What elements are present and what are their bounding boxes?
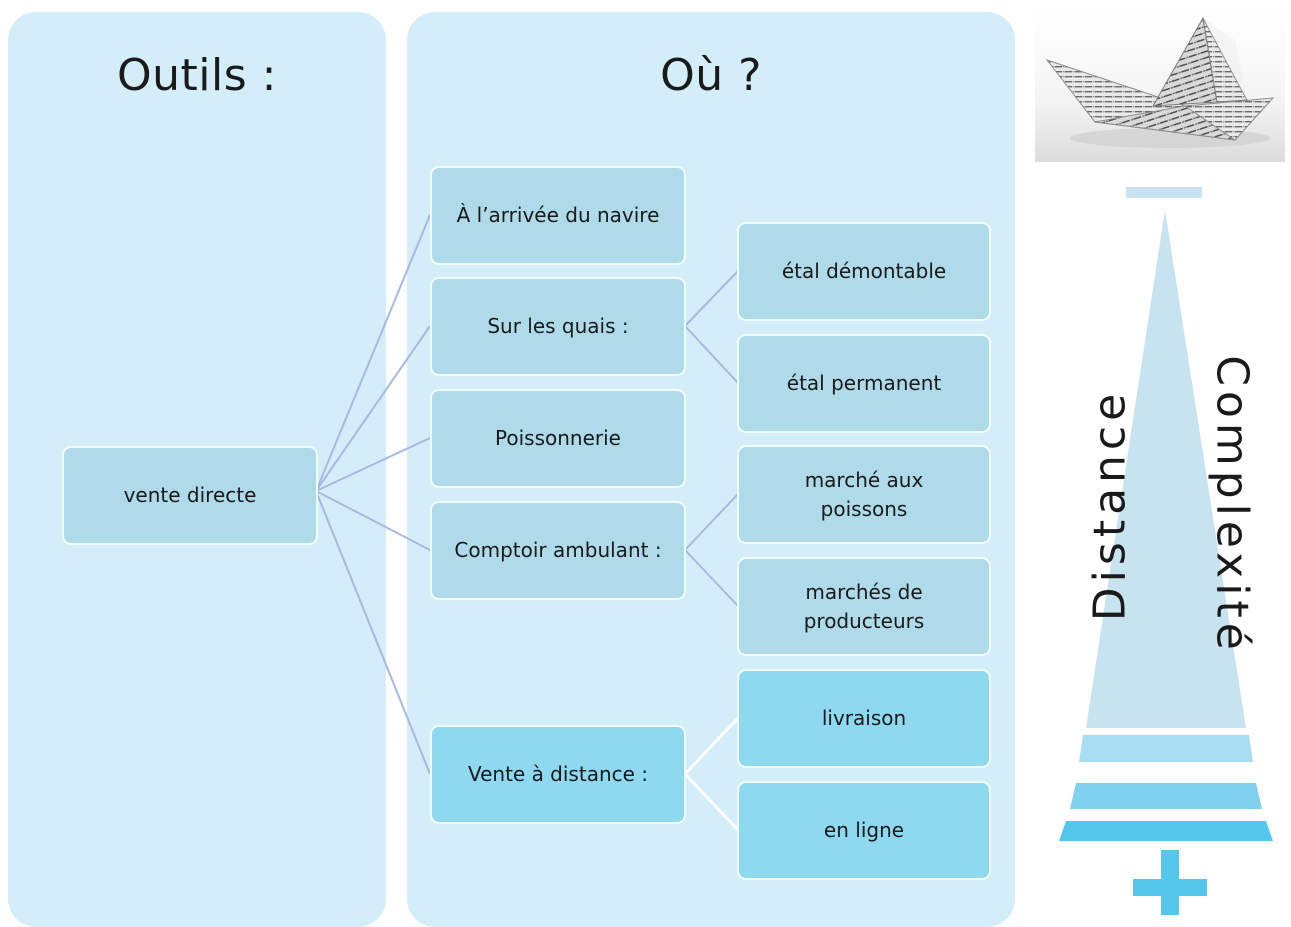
connector-tool-distance [315,490,431,775]
node-comptoir-ambulant-label: Comptoir ambulant : [454,538,662,562]
node-livraison-label: livraison [821,706,907,730]
node-livraison: livraison [737,669,991,768]
node-etal-demontable: étal démontable [737,222,991,321]
connector-distance-enligne [683,772,740,832]
scale-band-3 [1059,821,1273,841]
node-marches-de-producteurs: marchés de producteurs [737,557,991,656]
node-arrivee-navire-label: À l’arrivée du navire [456,203,660,227]
scale-triangle [1086,210,1246,728]
node-marche-aux-poissons: marché aux poissons [737,445,991,544]
connector-tool-comptoir [315,490,431,551]
connector-comptoir-producteurs [684,549,739,607]
node-marche-aux-poissons-label: marché aux poissons [804,467,924,521]
connector-quais-demontable [684,270,739,327]
axis-label-complexite: Complexité [1206,355,1258,655]
distance-complexity-scale [1059,187,1273,915]
scale-band-2 [1070,783,1262,809]
node-vente-a-distance-label: Vente à distance : [467,762,649,786]
node-vente-directe-label: vente directe [123,483,257,507]
node-etal-demontable-label: étal démontable [781,259,947,283]
node-vente-a-distance: Vente à distance : [430,725,686,824]
node-marches-de-producteurs-label: marchés de producteurs [803,579,925,633]
connector-comptoir-marche [684,493,739,551]
connector-tool-arrivee [315,214,431,492]
scale-top-minus-icon [1126,187,1202,198]
connector-tool-poissonnerie [315,437,431,492]
node-sur-les-quais-label: Sur les quais : [487,314,629,338]
ou-title: Où ? [660,50,762,101]
axis-label-distance: Distance [1084,388,1136,622]
node-en-ligne-label: en ligne [823,818,905,842]
node-vente-directe: vente directe [62,446,318,545]
node-etal-permanent-label: étal permanent [786,371,942,395]
scale-bottom-plus-icon [1133,850,1207,915]
outils-title: Outils : [117,50,277,101]
node-comptoir-ambulant: Comptoir ambulant : [430,501,686,600]
node-poissonnerie-label: Poissonnerie [495,426,621,450]
scale-band-1 [1079,735,1253,762]
node-en-ligne: en ligne [737,781,991,880]
node-etal-permanent: étal permanent [737,334,991,433]
connector-distance-livraison [683,716,740,776]
connector-quais-permanent [684,325,739,384]
node-poissonnerie: Poissonnerie [430,389,686,488]
paper-boat-icon [1035,10,1285,162]
node-arrivee-navire: À l’arrivée du navire [430,166,686,265]
connector-tool-quais [315,325,431,492]
node-sur-les-quais: Sur les quais : [430,277,686,376]
